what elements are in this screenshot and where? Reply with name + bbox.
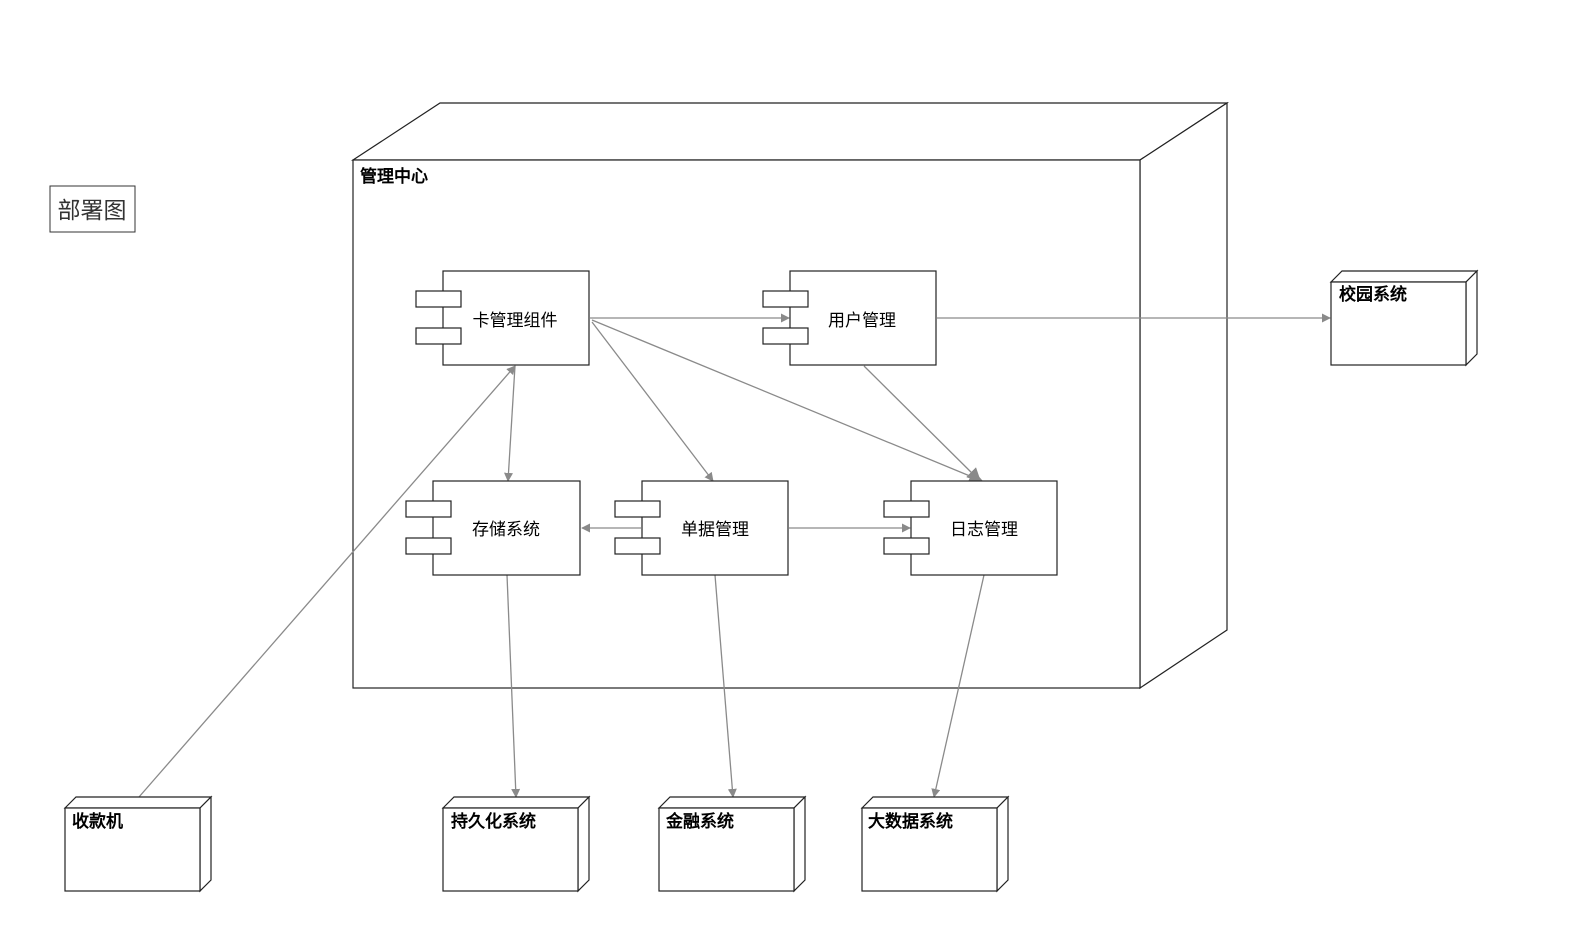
node-label: 金融系统	[665, 811, 734, 832]
component-user-management[interactable]: 用户管理	[762, 270, 937, 366]
component-card-management[interactable]: 卡管理组件	[415, 270, 590, 366]
node-front-face	[658, 807, 795, 892]
component-label: 卡管理组件	[473, 311, 558, 331]
component-port-icon	[883, 537, 930, 555]
node-top-face	[1329, 270, 1479, 283]
container-node-top-face	[350, 102, 1230, 161]
component-port-icon	[762, 290, 809, 308]
node-side-face	[1465, 269, 1478, 367]
node-front-face	[64, 807, 201, 892]
node-top-face	[441, 796, 591, 809]
component-body	[641, 480, 789, 576]
node-front-face	[861, 807, 998, 892]
component-port-icon	[614, 537, 661, 555]
node-finance-system[interactable]: 金融系统	[657, 795, 807, 893]
node-big-data-system[interactable]: 大数据系统	[860, 795, 1010, 893]
node-top-face	[63, 796, 213, 809]
diagram-title: 部署图	[58, 198, 127, 224]
node-side-face	[199, 795, 212, 893]
component-port-icon	[415, 327, 462, 345]
node-persistence-system[interactable]: 持久化系统	[441, 795, 591, 893]
component-log-management[interactable]: 日志管理	[883, 480, 1058, 576]
connections-layer	[138, 313, 1331, 798]
component-label: 存储系统	[472, 520, 540, 540]
node-front-face	[1330, 281, 1467, 366]
node-label: 持久化系统	[451, 811, 536, 832]
container-node-label: 管理中心	[360, 166, 428, 187]
edge-card-to-storage	[504, 365, 516, 482]
component-port-icon	[415, 290, 462, 308]
node-top-face	[860, 796, 1010, 809]
container-node-front-face	[352, 159, 1141, 689]
edge-bill-to-finance	[714, 574, 737, 798]
node-campus-system[interactable]: 校园系统	[1329, 269, 1479, 367]
container-node-management-center[interactable]: 管理中心	[350, 101, 1230, 690]
component-body	[910, 480, 1058, 576]
component-label: 用户管理	[828, 311, 896, 331]
container-node-side-face	[1139, 101, 1228, 690]
component-body	[432, 480, 581, 576]
edge-log-to-bigdata	[931, 574, 985, 798]
component-body	[789, 270, 937, 366]
edge-storage-to-persist	[506, 574, 521, 798]
node-pos-terminal[interactable]: 收款机	[63, 795, 213, 893]
component-port-icon	[614, 500, 661, 518]
component-port-icon	[405, 500, 452, 518]
edge-card-to-log	[591, 319, 984, 483]
edge-card-to-bill	[591, 321, 714, 482]
diagram-title-box: 部署图	[49, 185, 136, 233]
node-front-face	[442, 807, 579, 892]
component-label: 单据管理	[681, 520, 749, 540]
component-label: 日志管理	[950, 520, 1018, 540]
component-port-icon	[762, 327, 809, 345]
node-side-face	[996, 795, 1009, 893]
node-side-face	[793, 795, 806, 893]
edge-user-to-log	[863, 365, 981, 482]
component-body	[442, 270, 590, 366]
node-top-face	[657, 796, 807, 809]
node-label: 校园系统	[1339, 284, 1407, 305]
component-storage-system[interactable]: 存储系统	[405, 480, 581, 576]
node-label: 收款机	[72, 811, 123, 832]
component-port-icon	[405, 537, 452, 555]
node-side-face	[577, 795, 590, 893]
node-label: 大数据系统	[868, 811, 953, 832]
component-port-icon	[883, 500, 930, 518]
edge-pos-to-card	[138, 365, 516, 798]
component-bill-management[interactable]: 单据管理	[614, 480, 789, 576]
